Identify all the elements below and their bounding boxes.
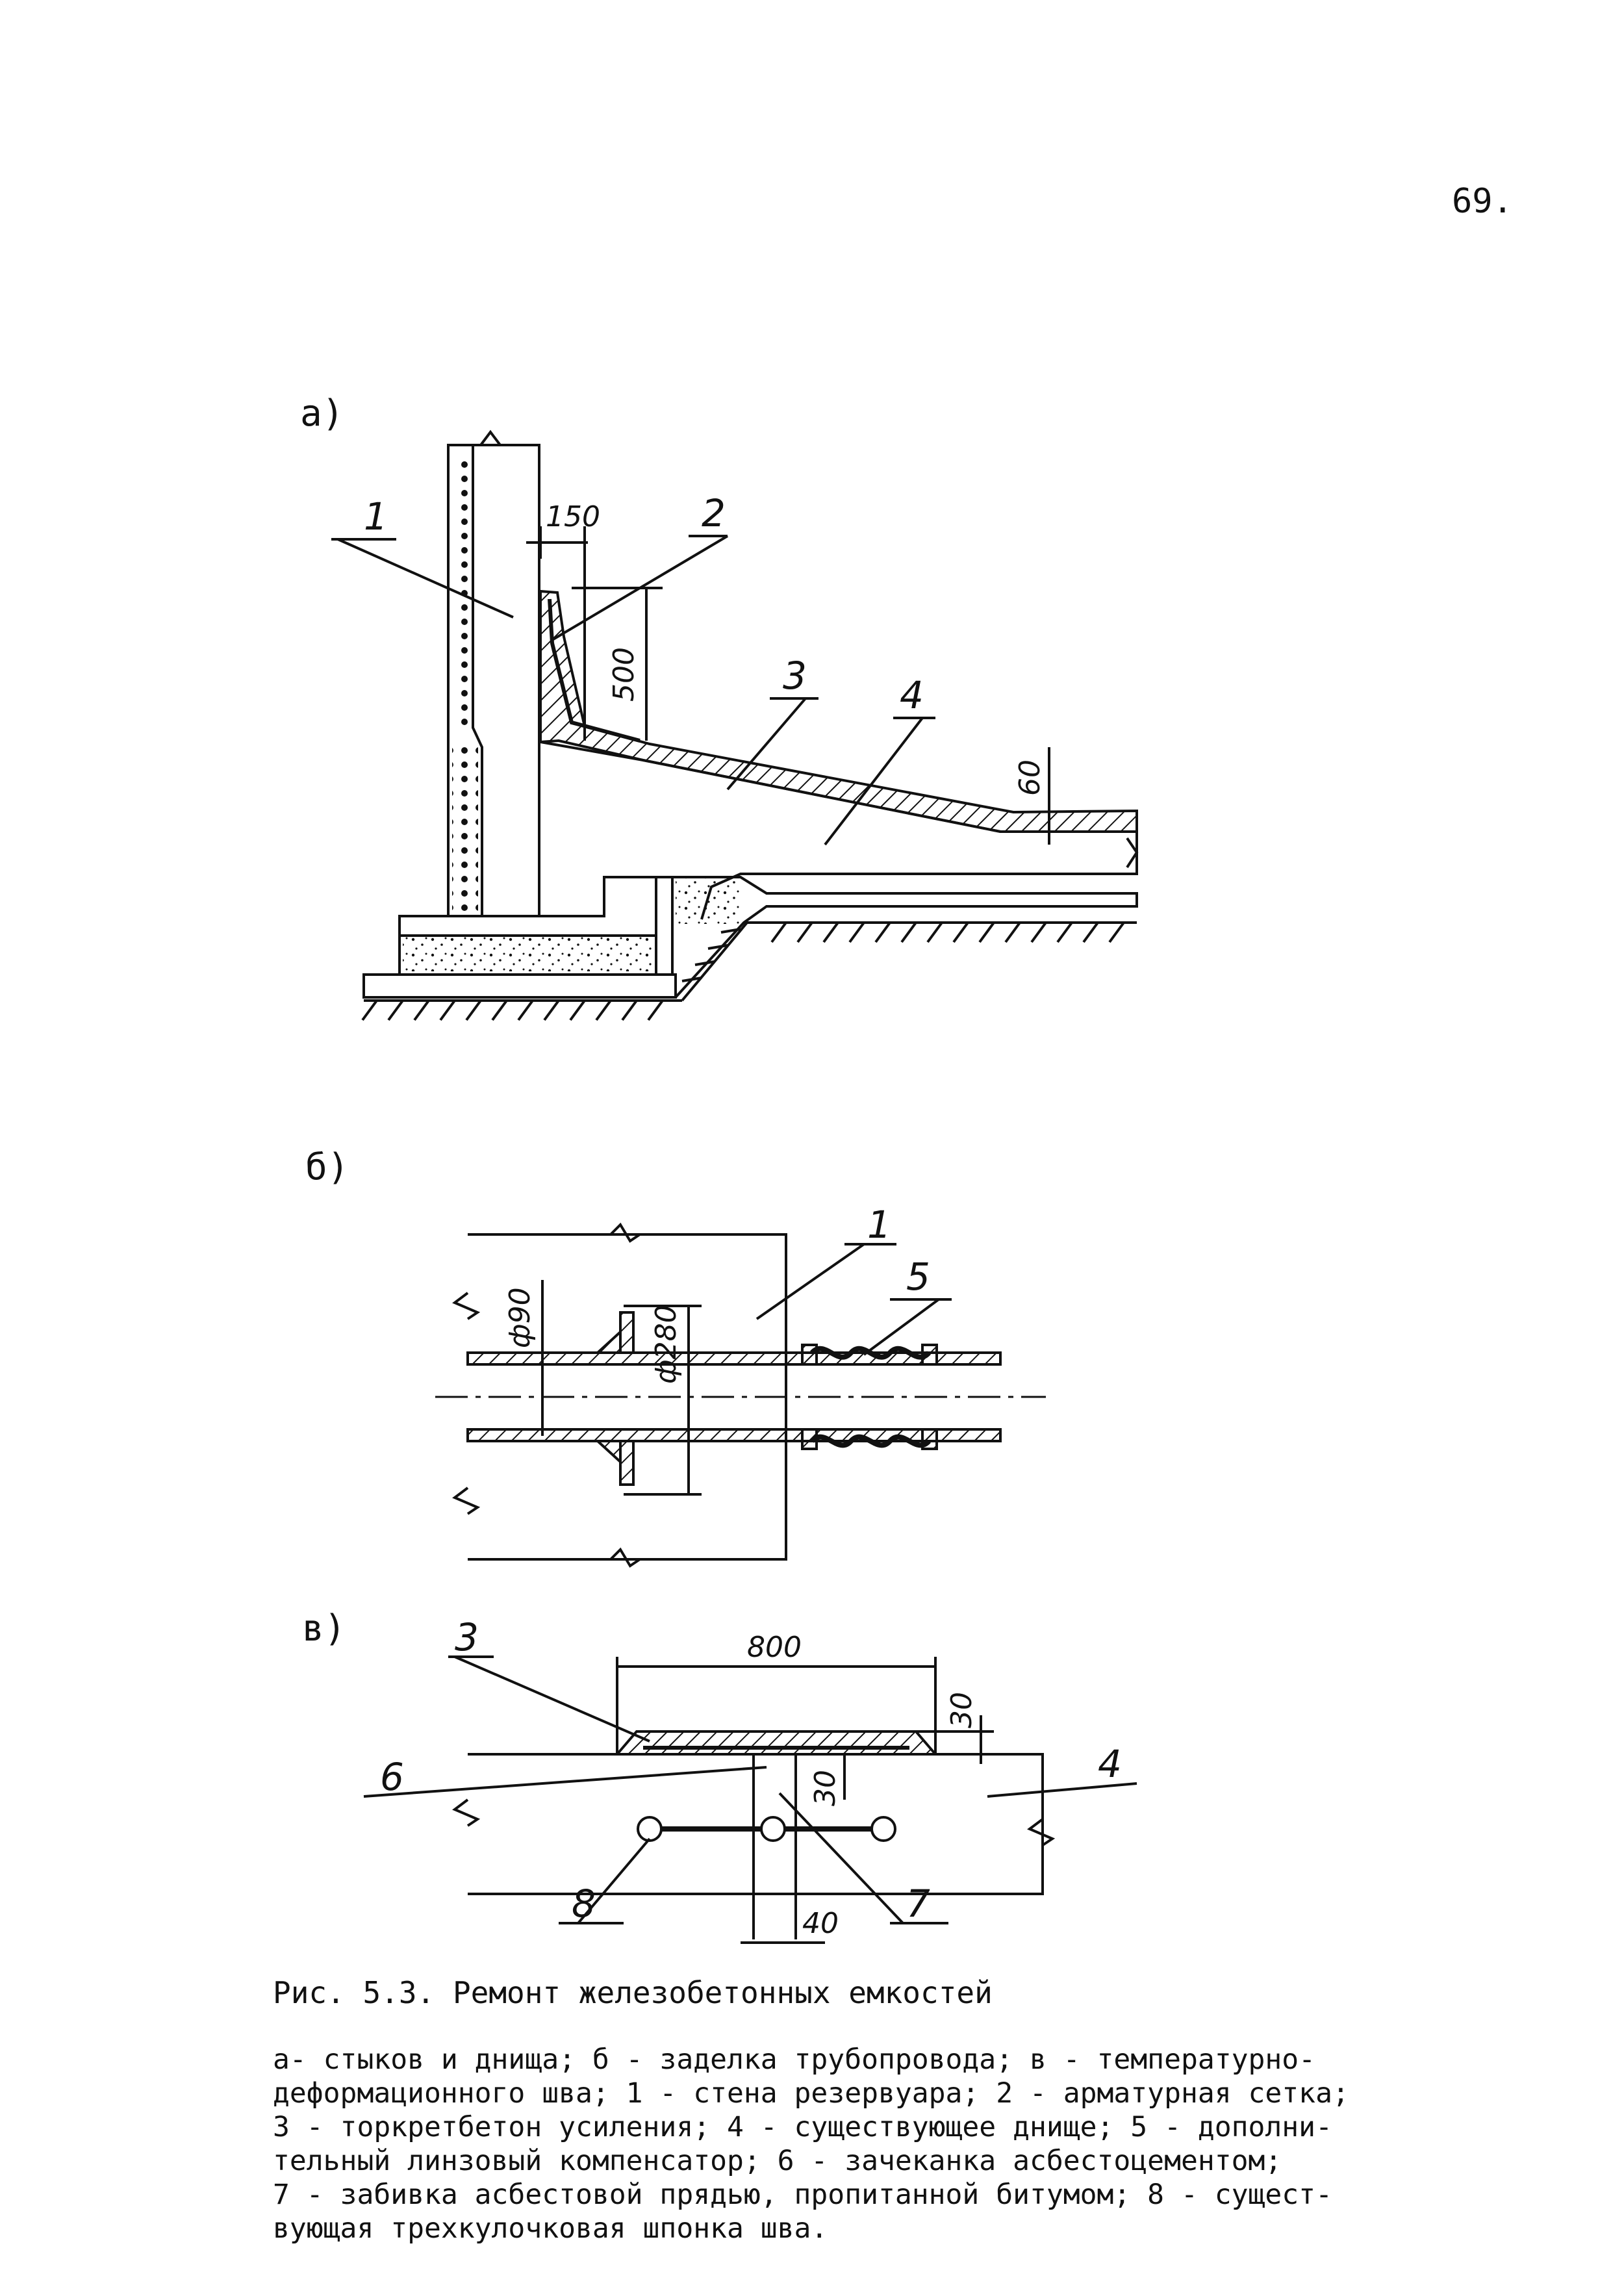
leader-v-3 <box>454 1655 650 1743</box>
pipe-top-wall <box>466 1351 1002 1366</box>
base-slab-edge <box>656 876 674 976</box>
existing-slab-v <box>468 1753 1044 1895</box>
wall-b-break-left-top <box>452 1292 481 1320</box>
wall-b-break-left-bottom <box>452 1487 481 1515</box>
callout-a-3: 3 <box>783 654 807 698</box>
lens-compensator-bottom <box>810 1434 931 1448</box>
figure-b: б) 1 5 ф90 ф280 <box>305 1146 1046 1568</box>
caption-line-2: деформационного шва; 1 - стена резервуар… <box>273 2077 1349 2110</box>
dim-b-90: ф90 <box>503 1287 537 1348</box>
caption-line-4: тельный линзовый компенсатор; 6 - зачека… <box>273 2145 1282 2177</box>
lens-compensator-top <box>810 1346 932 1360</box>
ground-hatch-right <box>770 921 1125 943</box>
leader-v-4 <box>987 1782 1137 1798</box>
ground-slope <box>681 921 1137 1002</box>
sand-wedge <box>676 878 741 924</box>
callout-a-4: 4 <box>900 673 924 717</box>
caption-line-3: 3 - торкретбетон усиления; 4 - существую… <box>273 2111 1332 2143</box>
technical-drawing: а) <box>300 392 1139 1944</box>
figure-a-label: а) <box>300 392 344 435</box>
callout-v-6: 6 <box>380 1755 404 1799</box>
wall-b-break-top <box>609 1222 641 1243</box>
callout-v-4: 4 <box>1098 1742 1122 1786</box>
leader-4 <box>824 717 924 846</box>
wall-lining-dots-bottom <box>452 747 478 913</box>
lower-slab <box>672 876 1138 999</box>
callout-a-1: 1 <box>364 494 388 539</box>
figure-v-label: в) <box>302 1607 346 1650</box>
foundation-base <box>362 973 677 999</box>
figure-b-label: б) <box>305 1146 349 1188</box>
figure-a: а) <box>300 392 1139 1021</box>
caption-line-6: вующая трехкулочковая шпонка шва. <box>273 2212 828 2245</box>
torcrete-layer <box>539 589 1138 833</box>
rebar-mesh <box>548 598 641 743</box>
callout-v-3: 3 <box>455 1615 479 1659</box>
leader-1 <box>337 538 514 619</box>
callout-b-5: 5 <box>906 1255 930 1299</box>
pipe-bottom-wall <box>466 1428 1002 1442</box>
wall-break <box>479 429 501 446</box>
figure-v: в) 3 6 4 8 7 <box>302 1607 1137 1944</box>
callout-v-8: 8 <box>572 1882 596 1926</box>
leader-b-5 <box>863 1298 940 1356</box>
callout-b-1: 1 <box>867 1203 891 1247</box>
leader-v-8 <box>577 1837 651 1924</box>
bottom-break <box>1126 837 1139 869</box>
key-lobe-middle <box>760 1816 786 1842</box>
dim-a-150: 150 <box>546 500 600 533</box>
key-lobe-right <box>870 1816 896 1842</box>
wall-b-break-bottom <box>609 1547 641 1568</box>
slab-break-left <box>452 1798 481 1827</box>
callout-a-2: 2 <box>702 491 726 535</box>
callout-v-7: 7 <box>906 1882 930 1926</box>
page-number: 69. <box>1452 182 1513 221</box>
caption-title: Рис. 5.3. Ремонт железобетонных емкостей <box>273 1975 993 2010</box>
dim-b-280: ф280 <box>650 1305 683 1384</box>
dim-a-500: 500 <box>607 647 641 702</box>
sand-layer <box>403 936 656 971</box>
leader-3 <box>726 697 807 791</box>
caption-line-5: 7 - забивка асбестовой прядью, пропитанн… <box>273 2178 1332 2211</box>
dim-v-40: 40 <box>802 1907 839 1940</box>
slab-break-right <box>1027 1818 1056 1846</box>
torcrete-overlay <box>614 1730 939 1756</box>
figure-caption: Рис. 5.3. Ремонт железобетонных емкостей… <box>273 1975 1546 2245</box>
caption-line-1: а- стыков и днища; б - заделка трубопров… <box>273 2043 1316 2076</box>
dim-v-30-top: 30 <box>945 1692 978 1728</box>
pipe-flange-top <box>594 1311 635 1354</box>
dim-v-800: 800 <box>747 1631 802 1664</box>
leader-b-1 <box>755 1243 865 1320</box>
ground-hatch-left <box>361 999 664 1021</box>
dim-v-30-joint: 30 <box>809 1770 842 1806</box>
leader-v-7 <box>778 1792 904 1924</box>
key-lobe-left <box>637 1816 663 1842</box>
wall-lining-dots-top <box>455 455 469 728</box>
dim-a-60: 60 <box>1013 760 1047 796</box>
pipe-flange-bottom <box>594 1440 635 1486</box>
ground-hatch-slope <box>681 928 741 982</box>
leader-v-6 <box>363 1766 767 1798</box>
